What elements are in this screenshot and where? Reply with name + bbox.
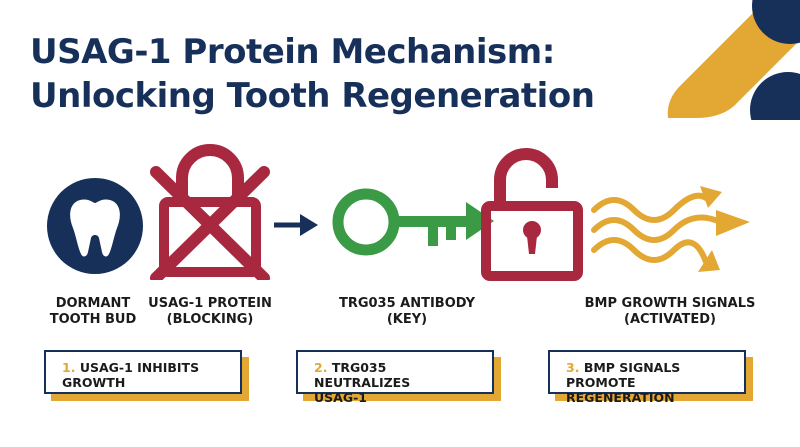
unlocked-padlock-icon [481, 148, 583, 281]
label-bmp-growth-signals: BMP GROWTH SIGNALS (ACTIVATED) [584, 296, 756, 327]
title-line-2: Unlocking Tooth Regeneration [30, 76, 595, 116]
crossed-lock-icon [150, 144, 270, 280]
step-text: USAG-1 INHIBITS [79, 360, 200, 375]
tooth-icon [47, 178, 143, 274]
wavy-arrows-icon [591, 186, 750, 272]
navy-circle-top [752, 0, 800, 44]
step-text: BMP SIGNALS PROMOTE [566, 360, 681, 390]
step-text: USAG-1 [314, 390, 367, 405]
step-text: REGENERATION [566, 390, 675, 405]
step-number: 3. [566, 360, 580, 375]
page-title: USAG-1 Protein Mechanism: Unlocking Toot… [30, 30, 595, 118]
arrow-right-icon [274, 214, 318, 236]
step-number: 2. [314, 360, 328, 375]
key-icon [332, 188, 494, 256]
label-usag1-protein: USAG-1 PROTEIN (BLOCKING) [148, 296, 272, 327]
step-number: 1. [62, 360, 76, 375]
step-box-2: 2. TRG035 NEUTRALIZES USAG-1 [296, 350, 494, 405]
title-line-1: USAG-1 Protein Mechanism: [30, 32, 555, 72]
step-text: GROWTH [62, 375, 126, 390]
label-tooth-bud: DORMANT TOOTH BUD [49, 296, 137, 327]
step-box-3: 3. BMP SIGNALS PROMOTE REGENERATION [548, 350, 746, 405]
label-trg035-antibody: TRG035 ANTIBODY (KEY) [338, 296, 476, 327]
navy-circle-bottom [750, 72, 800, 120]
step-text: TRG035 NEUTRALIZES [314, 360, 411, 390]
decorative-corner-shapes [667, 0, 800, 120]
step-box-1: 1. USAG-1 INHIBITS GROWTH [44, 350, 242, 394]
